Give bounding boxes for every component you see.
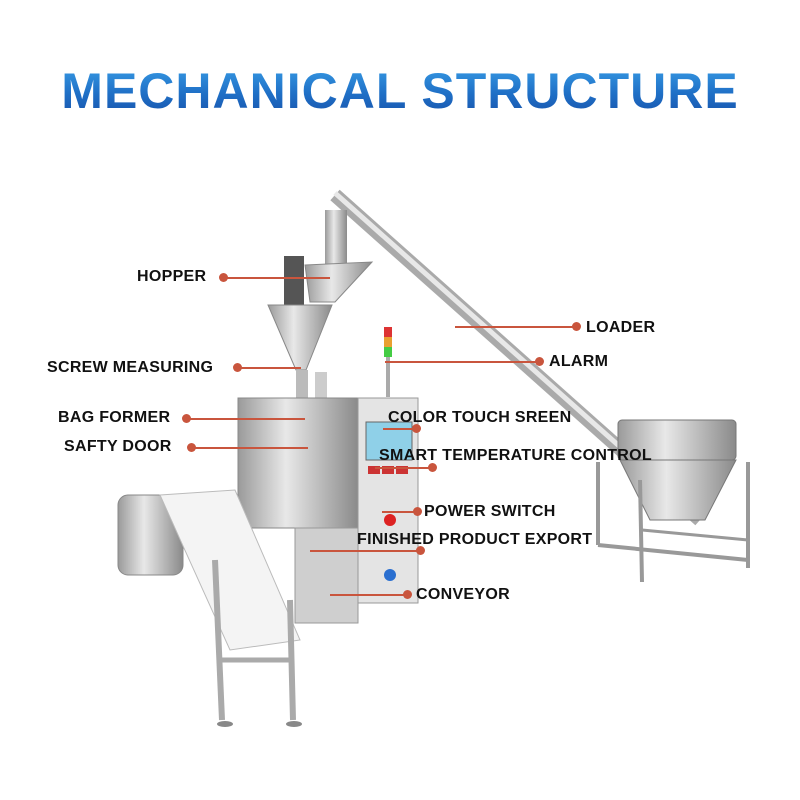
callout-line [223,277,330,279]
page-title: MECHANICAL STRUCTURE [0,62,800,120]
callout-line [191,447,308,449]
callout-dot [535,357,544,366]
callout-dot [413,507,422,516]
callout-dot [412,424,421,433]
callout-line [330,594,407,596]
callout-line [186,418,305,420]
label-bag-former: BAG FORMER [58,409,171,426]
label-smart-temperature-control: SMART TEMPERATURE CONTROL [379,447,652,464]
callout-dot [403,590,412,599]
loader-hopper [596,419,750,583]
main-cabinet [237,397,419,624]
label-color-touch-screen: COLOR TOUCH SREEN [388,409,572,426]
label-power-switch: POWER SWITCH [424,503,556,520]
label-safty-door: SAFTY DOOR [64,438,172,455]
label-alarm: ALARM [549,353,609,370]
callout-dot [428,463,437,472]
callout-line [382,511,417,513]
hopper-assembly [267,256,374,402]
label-finished-product-export: FINISHED PRODUCT EXPORT [357,531,593,548]
callout-line [385,361,539,363]
callout-line [375,467,432,469]
conveyor-belt [117,489,302,727]
callout-dot [572,322,581,331]
callout-line [383,428,416,430]
label-hopper: HOPPER [137,268,207,285]
label-conveyor: CONVEYOR [416,586,510,603]
callout-line [310,550,420,552]
callout-line [237,367,301,369]
callout-line [455,326,576,328]
label-loader: LOADER [586,319,656,336]
label-screw-measuring: SCREW MEASURING [47,359,214,376]
callout-dot [416,546,425,555]
alarm-light [384,327,392,397]
